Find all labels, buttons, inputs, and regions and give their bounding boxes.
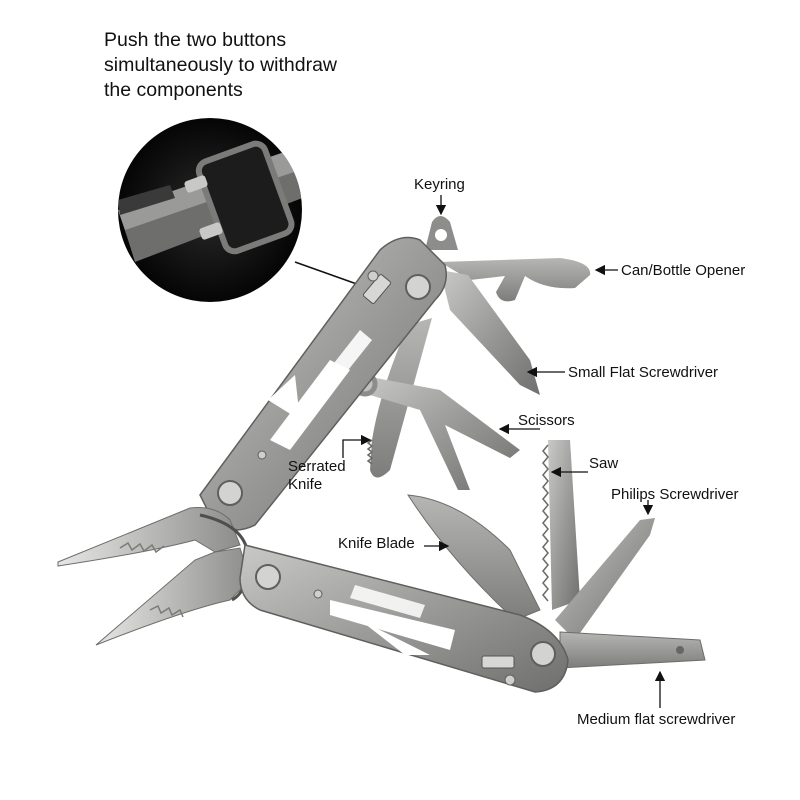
instruction-line-1: Push the two buttons (104, 29, 287, 51)
scissors-tool (360, 375, 520, 490)
upper-handle-assembly (199, 216, 591, 531)
saw-tool (548, 440, 580, 610)
keyring-tab (425, 216, 458, 250)
label-serrated-knife-line1: Serrated (288, 458, 346, 475)
label-keyring: Keyring (414, 176, 465, 193)
serrated-knife-arrow (342, 434, 372, 458)
label-philips-screwdriver: Philips Screwdriver (611, 486, 739, 503)
lower-handle-assembly (239, 440, 706, 693)
instruction-line-2: simultaneously to withdraw (104, 54, 338, 76)
label-scissors: Scissors (518, 412, 575, 429)
pliers-jaws (57, 507, 251, 646)
instruction-line-3: the components (104, 79, 243, 101)
label-small-flat-screwdriver: Small Flat Screwdriver (568, 364, 719, 381)
label-serrated-knife-line2: Knife (288, 476, 323, 493)
button-closeup-inset (118, 118, 369, 302)
label-can-bottle-opener: Can/Bottle Opener (621, 262, 746, 279)
instruction-heading: Push the two buttons simultaneously to w… (104, 28, 404, 103)
label-medium-flat-screwdriver: Medium flat screwdriver (577, 711, 736, 728)
label-serrated-knife: Serrated Knife (288, 458, 346, 494)
callout-arrows (342, 195, 666, 708)
label-saw: Saw (589, 455, 619, 472)
philips-screwdriver-tool (555, 518, 655, 640)
can-bottle-opener-tool (440, 258, 591, 302)
pliers-upper-jaw (57, 507, 241, 567)
pliers-lower-jaw (95, 547, 251, 646)
label-knife-blade: Knife Blade (338, 535, 415, 552)
small-flat-screwdriver-tool (440, 270, 540, 395)
